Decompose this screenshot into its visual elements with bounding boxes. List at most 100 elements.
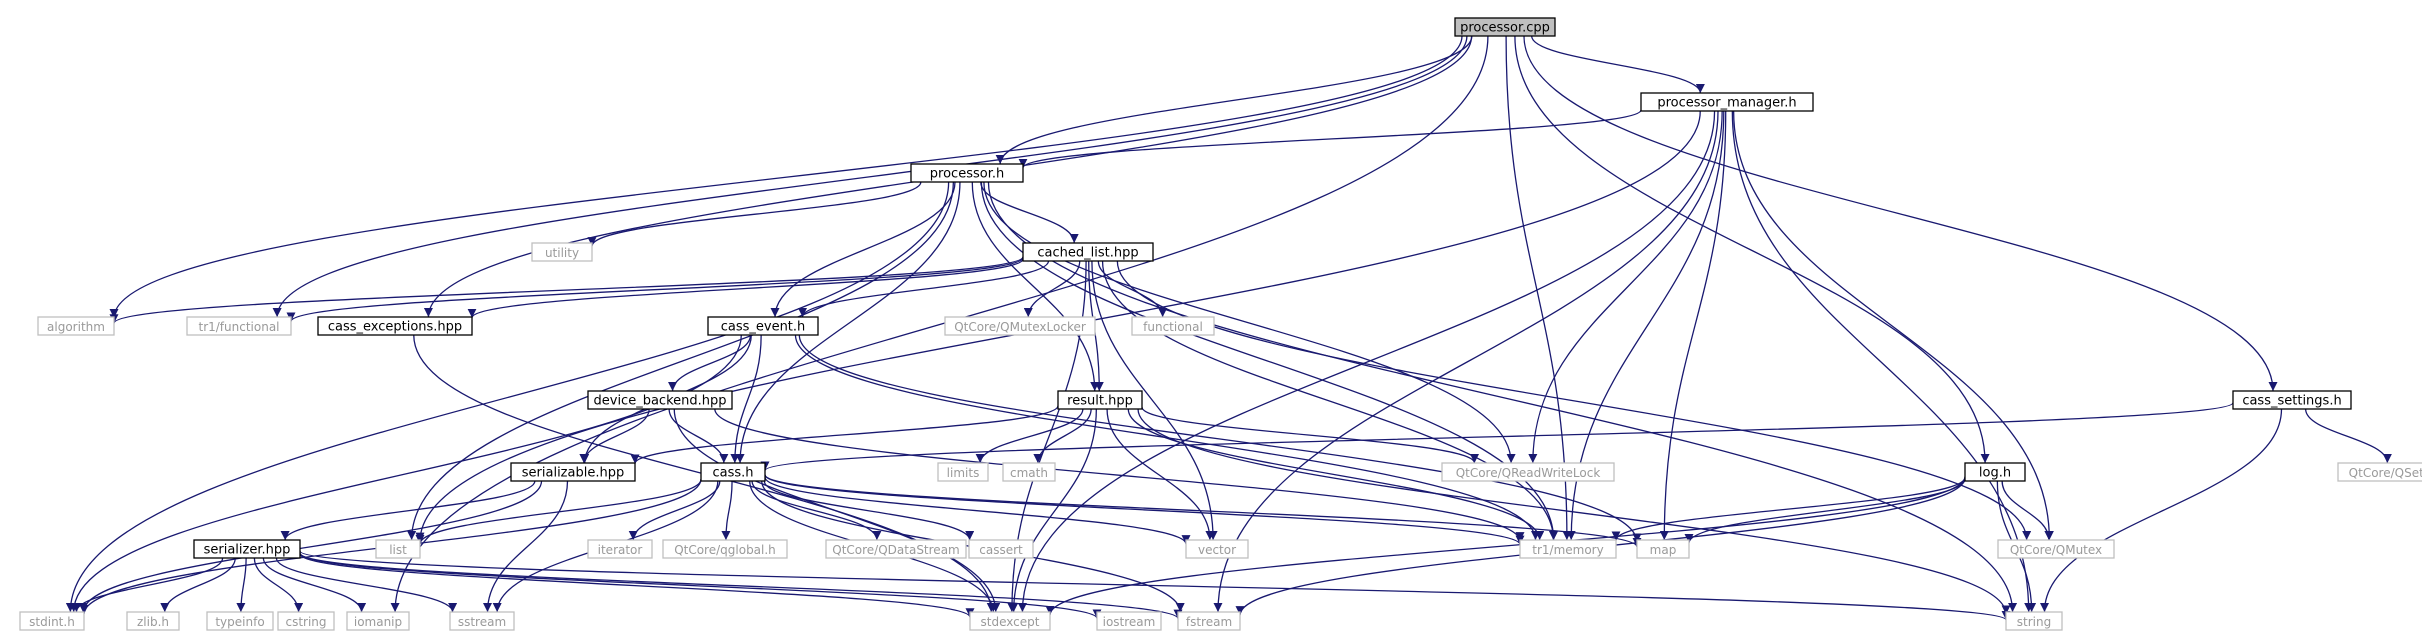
edge-serializer_hpp-to-stdexcept xyxy=(299,553,975,618)
edge-path xyxy=(760,402,2234,472)
node-label: algorithm xyxy=(47,320,105,334)
edge-result_hpp-to-stdexcept xyxy=(1009,408,1097,613)
node-box xyxy=(2005,611,2063,631)
node-label: vector xyxy=(1198,543,1236,557)
edge-processor_cpp-to-tr1_memory xyxy=(1505,35,1572,541)
node-box xyxy=(186,316,292,336)
node-list: list xyxy=(375,539,421,559)
node-utility: utility xyxy=(531,242,593,262)
node-algorithm: algorithm xyxy=(37,316,115,336)
node-result-hpp[interactable]: result.hpp xyxy=(1057,390,1143,410)
edge-processor_h-to-cass_h xyxy=(735,181,961,464)
edge-path xyxy=(630,405,1059,464)
edge-cass_h-to-map xyxy=(764,474,1642,548)
node-log-h[interactable]: log.h xyxy=(1964,462,2026,482)
edge-path xyxy=(770,181,956,318)
node-processor-h[interactable]: processor.h xyxy=(910,163,1024,183)
edge-serializable_hpp-to-serializer_hpp xyxy=(280,480,536,541)
node-box xyxy=(531,242,593,262)
edge-path xyxy=(751,480,882,541)
edge-path xyxy=(1018,109,1642,169)
node-cass-event-h[interactable]: cass_event.h xyxy=(707,316,819,336)
node-box xyxy=(1002,462,1056,482)
node-qsettings: QtCore/QSettings xyxy=(2337,462,2422,482)
edge-device_backend_hpp-to-serializable_hpp xyxy=(579,408,650,464)
edge-cached_list_hpp-to-cass_event_h xyxy=(798,260,1050,318)
node-cassert: cassert xyxy=(968,539,1034,559)
node-box xyxy=(2337,462,2422,482)
node-string: string xyxy=(2005,611,2063,631)
node-cass-settings-h[interactable]: cass_settings.h xyxy=(2232,390,2352,410)
edge-processor_cpp-to-cass_settings_h xyxy=(1523,35,2278,392)
node-label: list xyxy=(389,543,407,557)
node-box xyxy=(1454,17,1556,37)
node-box xyxy=(1997,539,2115,559)
edge-device_backend_hpp-to-tr1_memory xyxy=(714,408,1525,542)
node-device-backend-hpp[interactable]: device_backend.hpp xyxy=(587,390,733,410)
edge-cass_h-to-qdatastream xyxy=(751,480,882,541)
edge-path xyxy=(299,553,975,618)
edge-cass_settings_h-to-qsettings xyxy=(2304,408,2392,464)
edge-path xyxy=(71,557,224,613)
edge-serializer_hpp-to-iomanip xyxy=(262,557,367,613)
edge-path xyxy=(673,408,1001,613)
edge-path xyxy=(253,557,304,613)
edge-path xyxy=(628,480,721,541)
edge-path xyxy=(272,35,1468,318)
edge-path xyxy=(160,557,236,613)
node-box xyxy=(317,316,473,336)
node-label: tr1/functional xyxy=(198,320,279,334)
node-serializer-hpp[interactable]: serializer.hpp xyxy=(193,539,301,559)
node-serializable-hpp[interactable]: serializable.hpp xyxy=(510,462,636,482)
node-qdatastream: QtCore/QDataStream xyxy=(825,539,967,559)
node-cass-h[interactable]: cass.h xyxy=(700,462,766,482)
edge-path xyxy=(1141,406,1479,464)
edge-processor_h-to-cass_event_h xyxy=(770,181,956,318)
edge-path xyxy=(730,334,762,464)
edge-path xyxy=(299,552,1102,619)
edge-path xyxy=(587,181,922,247)
edge-cass_h-to-qglobal xyxy=(721,480,733,541)
edge-processor_manager_h-to-string xyxy=(1731,110,2034,613)
edge-processor_manager_h-to-qmutex xyxy=(1732,110,2054,541)
node-box xyxy=(1177,611,1241,631)
node-label: QtCore/QReadWriteLock xyxy=(1456,466,1601,480)
edge-path xyxy=(1017,110,1716,613)
edge-processor_manager_h-to-map xyxy=(1659,110,1727,541)
edge-cached_list_hpp-to-functional xyxy=(1097,260,1168,318)
node-cmath: cmath xyxy=(1002,462,1056,482)
node-tr1-functional: tr1/functional xyxy=(186,316,292,336)
node-box xyxy=(662,539,788,559)
node-label: typeinfo xyxy=(215,615,264,629)
node-processor-manager-h[interactable]: processor_manager.h xyxy=(1640,92,1814,112)
node-iostream: iostream xyxy=(1096,611,1162,631)
edge-path xyxy=(1106,408,1215,541)
node-box xyxy=(1022,242,1154,262)
node-cass-exceptions-hpp[interactable]: cass_exceptions.hpp xyxy=(317,316,473,336)
edge-path xyxy=(467,258,1024,319)
node-box xyxy=(937,462,989,482)
node-label: cassert xyxy=(979,543,1023,557)
edge-path xyxy=(262,557,367,613)
node-label: QtCore/QMutex xyxy=(2010,543,2102,557)
node-label: processor_manager.h xyxy=(1657,96,1796,111)
edge-serializer_hpp-to-iostream xyxy=(299,552,1102,619)
node-qreadwritelock: QtCore/QReadWriteLock xyxy=(1441,462,1615,482)
node-cached-list-hpp[interactable]: cached_list.hpp xyxy=(1022,242,1154,262)
edge-path xyxy=(65,181,950,613)
edge-cass_h-to-vector xyxy=(764,476,1191,545)
node-label: iterator xyxy=(598,543,643,557)
edge-path xyxy=(2001,480,2054,541)
node-processor-cpp[interactable]: processor.cpp xyxy=(1454,17,1556,37)
edge-serializer_hpp-to-stdint_h xyxy=(71,557,224,613)
node-typeinfo: typeinfo xyxy=(206,611,274,631)
edge-log_h-to-tr1_memory xyxy=(1611,477,1966,541)
edge-path xyxy=(1732,110,2054,541)
edge-path xyxy=(1091,260,1218,541)
edge-serializer_hpp-to-fstream xyxy=(299,552,1183,620)
edge-result_hpp-to-limits xyxy=(975,408,1084,464)
edge-processor_manager_h-to-processor_h xyxy=(1018,109,1642,169)
edge-result_hpp-to-qreadwritelock xyxy=(1141,406,1479,464)
edge-path xyxy=(1514,35,1990,464)
node-limits: limits xyxy=(937,462,989,482)
